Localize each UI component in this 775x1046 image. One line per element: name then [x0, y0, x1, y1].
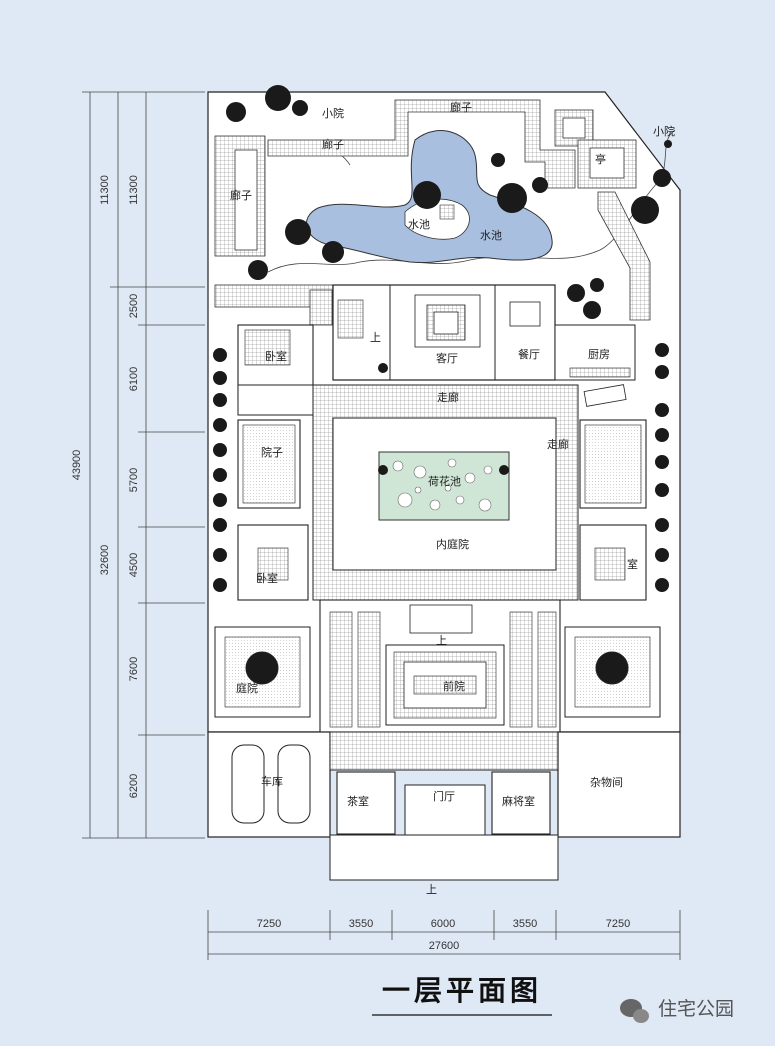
- front-halls: [319, 599, 561, 733]
- label-chashi: 茶室: [347, 794, 369, 808]
- label-canting: 餐厅: [518, 347, 540, 361]
- label-shi-br: 室: [627, 557, 638, 571]
- dim-bottom-3: 6000: [431, 918, 455, 930]
- label-xiaoyuan-right: 小院: [653, 124, 675, 138]
- dim-left-inner-4: 5700: [128, 468, 140, 492]
- label-langzi-mid: 廊子: [322, 137, 344, 151]
- label-langzi-left: 廊子: [230, 188, 252, 202]
- dim-left-outer-2: 32600: [99, 545, 111, 576]
- label-zoulang-top: 走廊: [437, 390, 459, 404]
- label-chufang: 厨房: [588, 348, 610, 361]
- west-rooms: [237, 324, 314, 601]
- side-courtyards: [214, 626, 661, 718]
- garden-corridors: [214, 99, 651, 326]
- label-cheku: 车库: [261, 774, 283, 788]
- dim-left-inner-7: 6200: [128, 774, 140, 798]
- label-shang-entry: 上: [426, 883, 437, 896]
- dim-left-inner-2: 2500: [128, 294, 140, 318]
- label-langzi-top: 廊子: [450, 100, 472, 114]
- north-wing: [332, 284, 636, 381]
- label-menting: 门厅: [433, 789, 455, 803]
- label-xiaoyuan-left: 小院: [322, 106, 344, 120]
- label-zoulang-right: 走廊: [547, 437, 569, 451]
- dim-total-depth: 43900: [71, 450, 83, 481]
- wechat-icon: [620, 999, 649, 1023]
- courtyard-corridor: [312, 363, 579, 601]
- label-yuanzi: 院子: [261, 445, 283, 459]
- label-qianting: 前院: [443, 679, 465, 693]
- garden-trees: [226, 85, 672, 319]
- room-labels: 小院 廊子 廊子 廊子 小院 亭 水池 水池 上 客厅 餐厅 厨房 卧室 走廊 …: [230, 100, 675, 896]
- dim-bottom-2: 3550: [349, 918, 373, 930]
- dim-left-inner-3: 6100: [128, 367, 140, 391]
- drawing-title: 一层平面图: [382, 974, 542, 1007]
- dim-left-outer-1: 11300: [99, 175, 111, 205]
- dim-left-inner-5: 4500: [128, 553, 140, 577]
- label-shang-stair: 上: [370, 331, 381, 344]
- label-ting: 亭: [595, 152, 606, 166]
- label-woshi-top: 卧室: [265, 349, 287, 363]
- label-keting: 客厅: [436, 351, 458, 365]
- dimension-lines: [82, 91, 681, 1016]
- label-hehuachi: 荷花池: [428, 475, 461, 488]
- dimension-labels: 43900 11300 32600 11300 2500 6100 5700 4…: [71, 175, 630, 952]
- watermark-text: 住宅公园: [658, 998, 734, 1020]
- label-shuichi-small: 水池: [408, 218, 430, 231]
- dim-left-inner-6: 7600: [128, 657, 140, 681]
- label-majiangshi: 麻将室: [502, 794, 535, 808]
- dim-bottom-5: 7250: [606, 918, 630, 930]
- label-woshi-bl: 卧室: [256, 571, 278, 585]
- label-shang-mid: 上: [436, 634, 447, 647]
- dim-bottom-4: 3550: [513, 918, 537, 930]
- label-shuichi-main: 水池: [480, 229, 502, 242]
- label-zawujian: 杂物间: [590, 775, 623, 789]
- watermark: 住宅公园: [620, 998, 734, 1023]
- dim-left-inner-1: 11300: [128, 175, 140, 205]
- label-neitingyuan: 内庭院: [436, 537, 469, 551]
- hedge-shrubs: [213, 343, 669, 592]
- dim-bottom-1: 7250: [257, 918, 281, 930]
- bottom-row: [207, 731, 681, 881]
- label-tingyuan: 庭院: [236, 681, 258, 695]
- dim-total-width: 27600: [429, 940, 460, 952]
- east-rooms: [579, 384, 647, 601]
